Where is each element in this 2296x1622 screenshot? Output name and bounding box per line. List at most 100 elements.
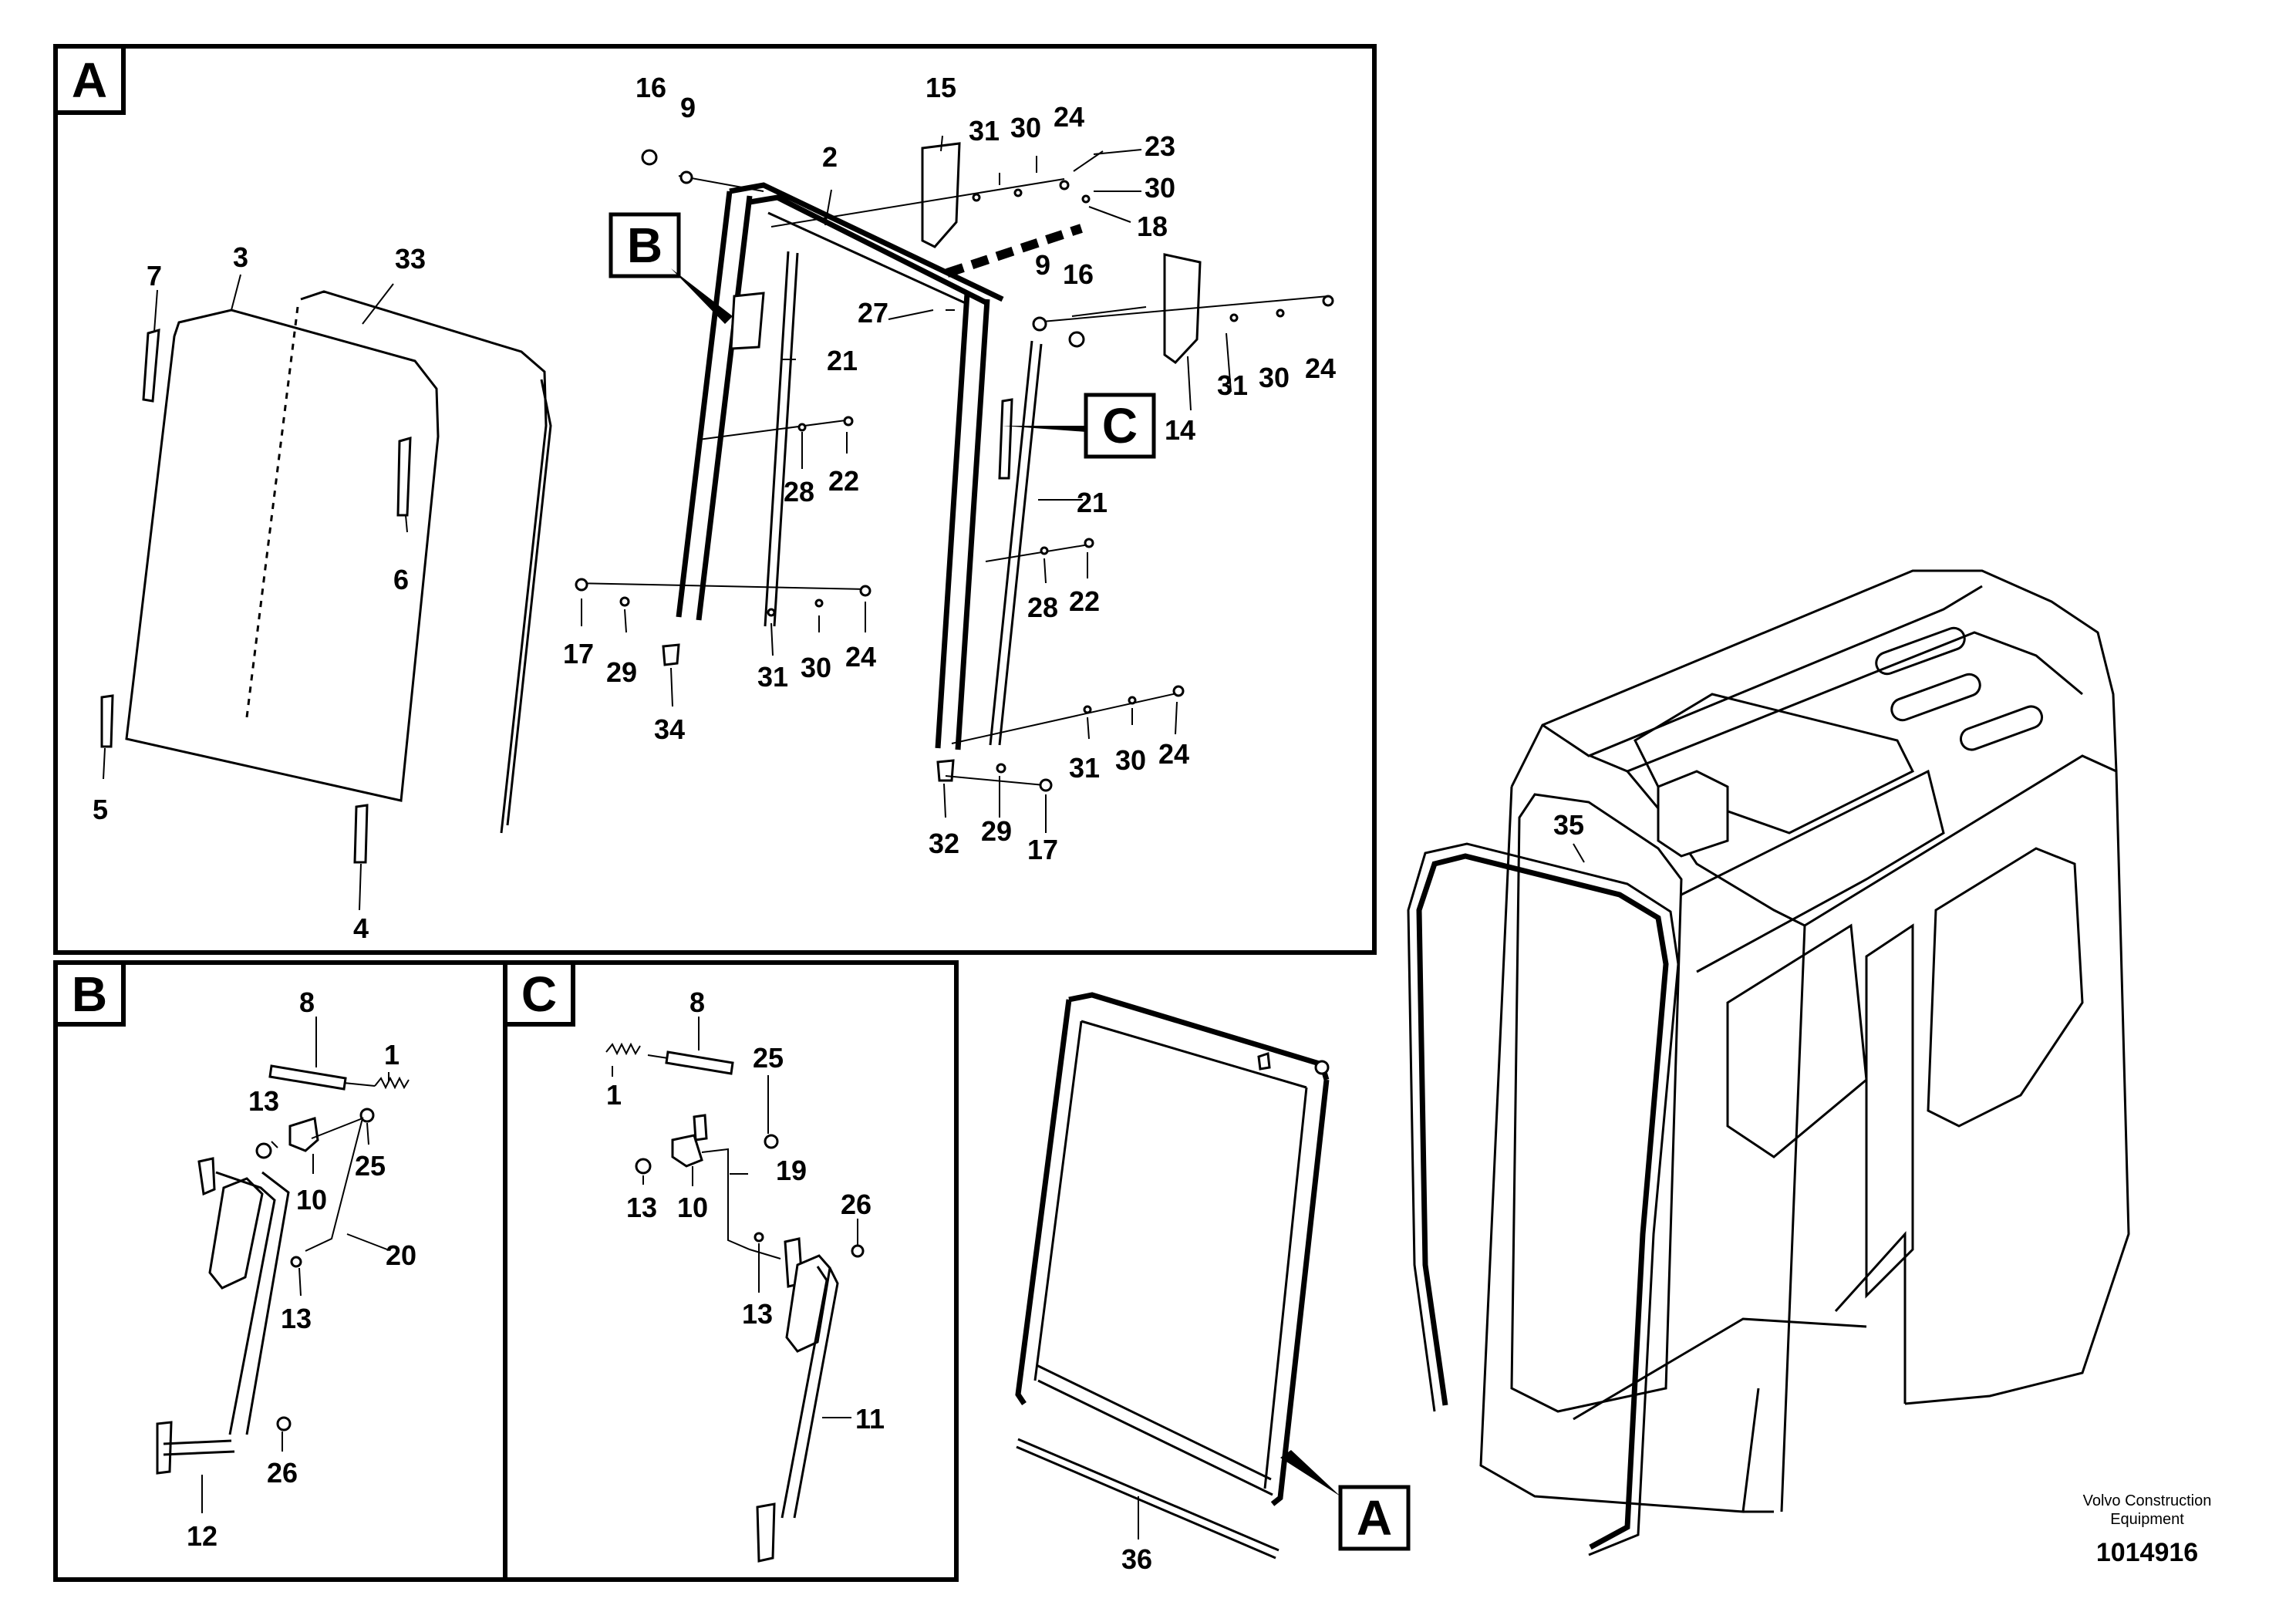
panel-a-tag: A — [53, 44, 126, 115]
guide-rail-right — [989, 340, 1043, 746]
svg-text:31: 31 — [757, 661, 788, 693]
svg-text:1: 1 — [606, 1079, 622, 1111]
handle-12 — [197, 1157, 216, 1196]
fasteners — [575, 149, 1334, 792]
svg-text:9: 9 — [680, 92, 696, 123]
svg-text:28: 28 — [784, 476, 814, 508]
svg-text:B: B — [627, 218, 663, 273]
svg-text:17: 17 — [1027, 834, 1058, 865]
pad-4 — [353, 804, 369, 864]
svg-text:19: 19 — [776, 1155, 807, 1186]
svg-text:27: 27 — [858, 297, 888, 329]
door-frame-left-post — [676, 191, 753, 621]
svg-text:33: 33 — [395, 243, 426, 275]
svg-text:29: 29 — [606, 656, 637, 688]
svg-text:16: 16 — [1063, 258, 1094, 290]
panel-a-drawing — [100, 135, 1334, 911]
pad-7 — [142, 328, 160, 403]
cab-door-seal-35 — [1416, 853, 1669, 1550]
svg-text:10: 10 — [296, 1184, 327, 1216]
svg-text:25: 25 — [753, 1042, 784, 1074]
lever-10-c — [671, 1134, 703, 1168]
main-callouts: 35 36 — [1121, 809, 1585, 1575]
svg-text:30: 30 — [1259, 362, 1290, 393]
panel-c-callouts: 8 25 1 19 26 13 10 13 11 — [606, 986, 885, 1435]
door-frame-top-rail — [729, 182, 1004, 305]
pin-8-c — [665, 1050, 734, 1075]
svg-text:B: B — [72, 966, 107, 1022]
svg-text:5: 5 — [93, 794, 108, 825]
svg-text:30: 30 — [1010, 112, 1041, 143]
svg-text:13: 13 — [742, 1298, 773, 1330]
retainer-15 — [921, 142, 961, 248]
svg-text:32: 32 — [929, 828, 959, 859]
lever-10-b — [288, 1117, 319, 1152]
svg-text:30: 30 — [801, 652, 831, 683]
bottom-strip-36 — [1016, 1438, 1279, 1560]
svg-text:16: 16 — [636, 72, 666, 103]
pad-6 — [396, 436, 412, 517]
svg-text:30: 30 — [1115, 744, 1146, 776]
svg-text:23: 23 — [1145, 130, 1175, 162]
svg-text:24: 24 — [845, 641, 876, 673]
svg-text:A: A — [1357, 1490, 1392, 1546]
svg-text:24: 24 — [1305, 352, 1336, 384]
svg-text:10: 10 — [677, 1192, 708, 1223]
panel-b-drawing — [156, 1017, 410, 1513]
seal-strip-18 — [946, 224, 1083, 278]
ref-box-b: B — [609, 212, 733, 324]
svg-text:24: 24 — [1158, 738, 1189, 770]
svg-text:13: 13 — [626, 1192, 657, 1223]
svg-text:13: 13 — [248, 1085, 279, 1117]
panel-a-callouts: 16 9 15 2 31 30 24 23 30 18 9 16 27 7 3 … — [93, 72, 1336, 944]
svg-text:26: 26 — [267, 1457, 298, 1489]
spring-1-b — [374, 1076, 410, 1090]
svg-text:17: 17 — [563, 638, 594, 669]
pad-5 — [100, 694, 114, 748]
document-number: 1014916 — [2096, 1538, 2198, 1567]
svg-text:28: 28 — [1027, 592, 1058, 623]
rod-19 — [701, 1148, 781, 1259]
svg-text:1: 1 — [384, 1039, 400, 1071]
svg-text:30: 30 — [1145, 172, 1175, 204]
clip-32 — [936, 759, 955, 782]
svg-text:25: 25 — [355, 1150, 386, 1182]
svg-text:15: 15 — [925, 72, 956, 103]
svg-text:13: 13 — [281, 1303, 312, 1334]
svg-text:C: C — [1102, 398, 1138, 454]
operator-cab — [1479, 569, 2130, 1513]
svg-text:Equipment: Equipment — [2110, 1511, 2184, 1528]
svg-text:3: 3 — [233, 241, 248, 273]
svg-text:18: 18 — [1137, 211, 1168, 242]
panel-b-callouts: 8 1 13 10 25 20 13 26 12 — [187, 986, 416, 1552]
svg-text:8: 8 — [299, 986, 315, 1018]
clip-34 — [662, 643, 680, 666]
door-frame-top-inner — [767, 211, 968, 305]
glass-seal — [300, 290, 552, 834]
svg-text:22: 22 — [828, 465, 859, 497]
panel-c-frame — [503, 960, 959, 1582]
svg-text:36: 36 — [1121, 1543, 1152, 1575]
panel-b-tag: B — [53, 960, 126, 1027]
door-frame-right-post — [935, 292, 990, 750]
svg-text:22: 22 — [1069, 585, 1100, 617]
svg-text:12: 12 — [187, 1520, 217, 1552]
svg-text:9: 9 — [1035, 249, 1050, 281]
svg-text:6: 6 — [393, 564, 409, 595]
guide-rail-left — [764, 251, 799, 627]
svg-text:7: 7 — [147, 260, 162, 292]
ref-box-c: C — [1003, 393, 1156, 459]
svg-text:11: 11 — [855, 1403, 885, 1435]
svg-text:24: 24 — [1054, 101, 1084, 133]
svg-text:20: 20 — [386, 1239, 416, 1271]
panel-a-frame — [53, 44, 1377, 955]
svg-text:Volvo Construction: Volvo Construction — [2083, 1492, 2212, 1509]
door-assembly-main — [1015, 992, 1330, 1560]
svg-text:14: 14 — [1165, 414, 1195, 446]
svg-text:8: 8 — [689, 986, 705, 1018]
svg-text:31: 31 — [1217, 369, 1248, 401]
pin-8-b — [268, 1064, 347, 1091]
svg-text:29: 29 — [981, 815, 1012, 847]
door-lock-c — [998, 398, 1013, 480]
